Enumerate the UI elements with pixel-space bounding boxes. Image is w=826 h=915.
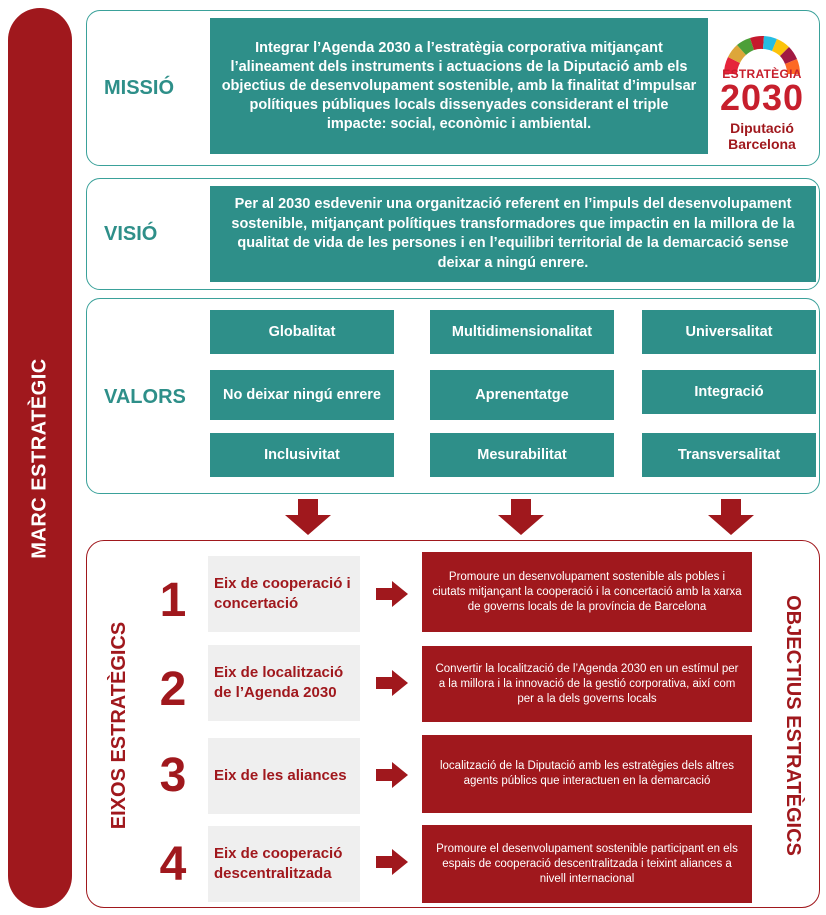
objective-box: Convertir la localització de l’Agenda 20… [422,646,752,722]
down-arrow-icon [498,499,544,535]
value-item: Universalitat [642,310,816,354]
value-item: Transversalitat [642,433,816,477]
value-item: No deixar ningú enrere [210,370,394,420]
logo-line4: Barcelona [728,136,796,152]
logo-line3: Diputació [730,120,794,136]
right-arrow-icon [376,849,408,875]
vision-text: Per al 2030 esdevenir una organització r… [210,186,816,282]
down-arrow-icon [285,499,331,535]
logo-line2: 2030 [719,77,805,118]
mission-label: MISSIÓ [104,76,175,99]
side-label: MARC ESTRATÈGIC [28,357,51,559]
axis-number: 4 [159,837,187,891]
right-arrow-icon [376,670,408,696]
axis-name: Eix de localització de l’Agenda 2030 [208,645,360,721]
right-arrow-icon [376,762,408,788]
down-arrow-icon [708,499,754,535]
axis-name: Eix de cooperació descentralitzada [208,826,360,902]
objectives-vertical-label: OBJECTIUS ESTRATÈGICS [781,594,804,856]
mission-text: Integrar l’Agenda 2030 a l’estratègia co… [210,18,708,154]
value-item: Inclusivitat [210,433,394,477]
side-band [8,8,72,908]
value-item: Aprenentatge [430,370,614,420]
value-item: Mesurabilitat [430,433,614,477]
side-label-wrap: MARC ESTRATÈGIC [8,8,72,908]
value-item: Multidimensionalitat [430,310,614,354]
value-item: Globalitat [210,310,394,354]
objective-box: Promoure un desenvolupament sostenible a… [422,552,752,632]
value-item: Integració [642,370,816,414]
axes-vertical-label: EIXOS ESTRATÈGICS [108,621,131,829]
objective-box: localització de la Diputació amb les est… [422,735,752,813]
axis-number: 2 [159,662,187,716]
vision-label: VISIÓ [104,222,158,245]
values-label: VALORS [104,385,186,408]
logo-line1: ESTRATÈGIA [722,67,802,81]
axes-vertical-label-wrap: EIXOS ESTRATÈGICS [100,560,140,890]
objective-box: Promoure el desenvolupament sostenible p… [422,825,752,903]
axis-name: Eix de cooperació i concertació [208,556,360,632]
axis-number: 3 [159,748,187,802]
right-arrow-icon [376,581,408,607]
objectives-vertical-label-wrap: OBJECTIUS ESTRATÈGICS [772,560,812,890]
axis-number: 1 [159,573,187,627]
axis-name: Eix de les aliances [208,738,360,814]
sdg-wheel-icon [724,35,801,74]
